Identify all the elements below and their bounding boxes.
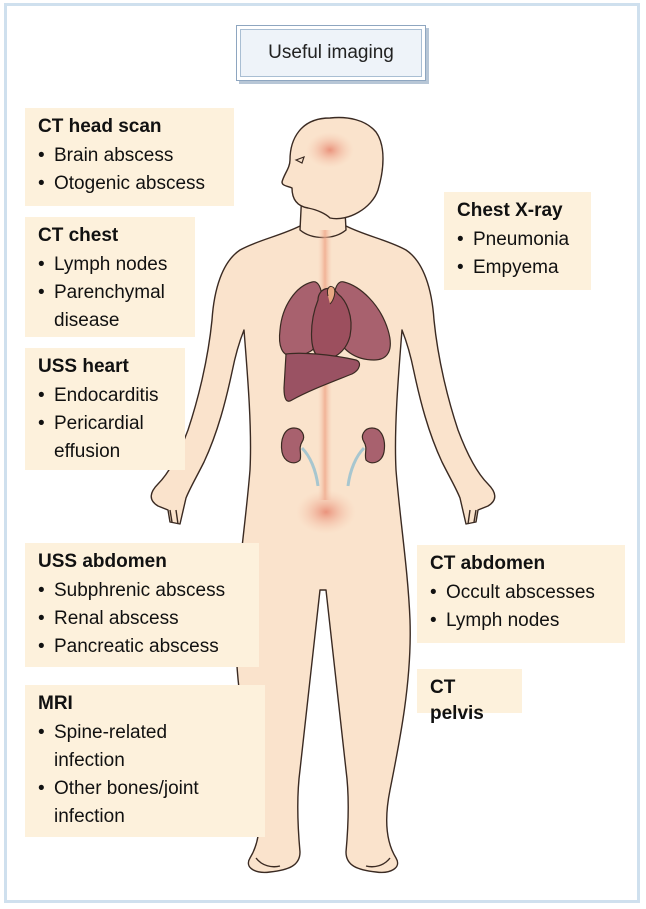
box-heading: USS heart	[38, 356, 129, 377]
ct-chest-box: CT chest Lymph nodes Parenchymal disease	[25, 217, 195, 337]
box-heading: Chest X-ray	[457, 200, 563, 221]
head-highlight	[306, 132, 354, 168]
list-item: Parenchymal disease	[38, 279, 179, 335]
list-item: Endocarditis	[38, 382, 177, 410]
box-heading: MRI	[38, 693, 73, 714]
list-item: Occult abscesses	[430, 579, 617, 607]
box-heading: CT chest	[38, 225, 119, 246]
list-item: Subphrenic abscess	[38, 577, 251, 605]
uss-abdomen-box: USS abdomen Subphrenic abscess Renal abs…	[25, 543, 259, 667]
box-heading: CT pelvis	[430, 677, 484, 724]
list-item: Brain abscess	[38, 142, 226, 170]
liver	[283, 352, 361, 402]
list-item: Otogenic abscess	[38, 170, 226, 198]
list-item: Empyema	[457, 254, 583, 282]
mri-box: MRI Spine-related infection Other bones/…	[25, 685, 265, 837]
chest-xray-box: Chest X-ray Pneumonia Empyema	[444, 192, 591, 290]
box-heading: CT abdomen	[430, 553, 546, 574]
list-item: Pneumonia	[457, 226, 583, 254]
aorta	[327, 285, 336, 305]
title-box: Useful imaging	[236, 25, 426, 81]
ct-pelvis-box: CT pelvis	[417, 669, 522, 724]
list-item: Lymph nodes	[430, 607, 617, 635]
ct-head-scan-box: CT head scan Brain abscess Otogenic absc…	[25, 108, 234, 206]
list-item: Pancreatic abscess	[38, 633, 251, 661]
body-silhouette	[150, 116, 496, 874]
eye-icon	[294, 155, 305, 164]
diagram-title: Useful imaging	[268, 42, 394, 63]
list-item: Renal abscess	[38, 605, 251, 633]
list-item: Spine-related infection	[38, 719, 204, 775]
pelvis-highlight	[296, 490, 356, 534]
ct-abdomen-box: CT abdomen Occult abscesses Lymph nodes	[417, 545, 625, 643]
box-heading: CT head scan	[38, 116, 162, 137]
box-heading: USS abdomen	[38, 551, 167, 572]
list-item: Other bones/joint infection	[38, 775, 234, 831]
uss-heart-box: USS heart Endocarditis Pericardial effus…	[25, 348, 185, 470]
list-item: Lymph nodes	[38, 251, 187, 279]
kidneys	[280, 427, 386, 487]
list-item: Pericardial effusion	[38, 410, 169, 466]
